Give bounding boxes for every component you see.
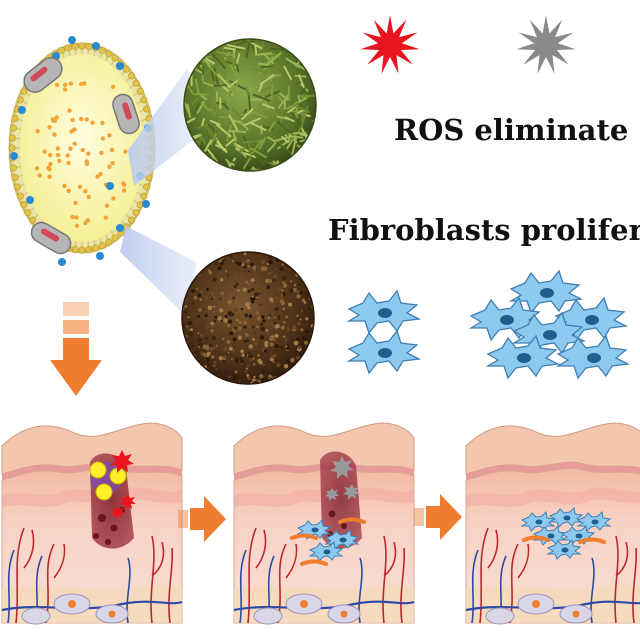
ros-star-grey-icon [325,456,360,501]
fibroblast-icon [348,330,420,374]
ros-star-red-icon [360,15,420,74]
ros-star-red-icon [110,450,136,519]
fibroblasts-many [470,270,629,379]
connection-beams [120,68,196,318]
fibroblast-icon [348,290,420,334]
fibroblasts-few [348,290,420,374]
membrane-protein-capsule [23,57,140,255]
skin-wound-stage-3 [464,421,640,626]
right-arrow-icon [178,496,226,542]
lipid-nanoparticle [8,36,156,266]
fibroblasts-proliferation-label: Fibroblasts proliferation [328,213,640,247]
herb-leaves-circle [183,38,317,172]
right-arrow-icon [414,494,462,540]
ros-star-grey-icon [516,15,576,74]
herb-seeds-circle [181,251,315,385]
skin-wound-stage-2 [232,421,416,626]
ros-eliminate-label: ROS eliminate [394,113,628,147]
skin-wound-stage-1 [0,421,184,626]
down-arrow-icon [50,302,102,396]
